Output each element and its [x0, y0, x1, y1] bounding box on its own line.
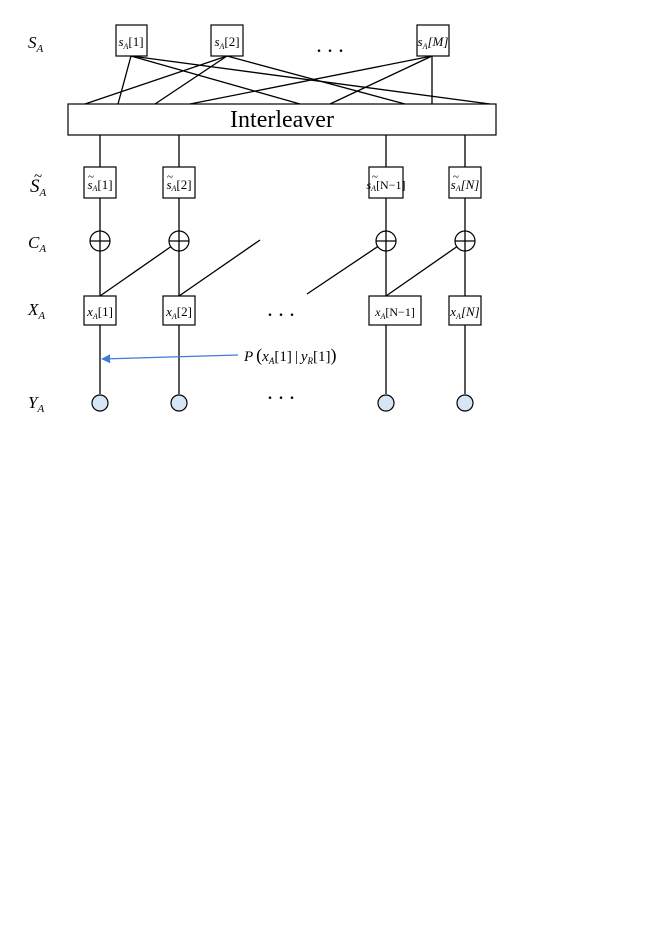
message-arrow [101, 354, 239, 364]
interleaver-label: Interleaver [230, 107, 334, 133]
x-node-n: xA[N] [448, 295, 482, 326]
s-node-m: sA[M] [416, 24, 450, 57]
row-label-y: YA [28, 393, 44, 415]
svg-text:~: ~ [34, 169, 42, 185]
row-label-s: SA [28, 33, 44, 55]
svg-text:sA[M]: sA[M] [418, 34, 449, 51]
s-node-2: sA[2] [210, 24, 244, 57]
check-node-2 [168, 230, 190, 252]
row-label-x: XA [27, 300, 45, 322]
x-node-1: xA[1] [83, 295, 117, 326]
observation-node-n-minus-1 [377, 394, 395, 412]
s-tilde-node-n: ~ sA[N] [448, 166, 482, 199]
y-ellipsis: . . . [267, 379, 295, 404]
svg-text:xA[N]: xA[N] [449, 304, 479, 321]
observation-node-n [456, 394, 474, 412]
svg-text:xA[1]: xA[1] [86, 304, 113, 321]
svg-text:~: ~ [372, 171, 378, 183]
svg-text:xA[N−1]: xA[N−1] [374, 305, 415, 321]
observation-node-1 [91, 394, 109, 412]
svg-text:xA[2]: xA[2] [165, 304, 192, 321]
check-node-1 [89, 230, 111, 252]
row-label-c: CA [28, 233, 46, 255]
svg-text:sA[N−1]: sA[N−1] [367, 178, 406, 193]
row-label-s-tilde: ~ SA [30, 169, 47, 199]
svg-text:SA: SA [30, 176, 47, 199]
x-ellipsis: . . . [267, 296, 295, 321]
observation-node-2 [170, 394, 188, 412]
svg-text:sA[2]: sA[2] [214, 34, 239, 51]
svg-text:sA[1]: sA[1] [87, 177, 112, 193]
svg-text:sA[1]: sA[1] [118, 34, 143, 51]
s-ellipsis: . . . [316, 32, 344, 57]
svg-text:sA[2]: sA[2] [166, 177, 191, 193]
x-node-n-minus-1: xA[N−1] [368, 295, 422, 326]
check-node-n-minus-1 [375, 230, 397, 252]
svg-text:~: ~ [88, 171, 94, 183]
svg-text:sA[N]: sA[N] [451, 177, 480, 193]
svg-text:~: ~ [453, 171, 459, 183]
s-tilde-node-1: ~ sA[1] [83, 166, 117, 199]
interleaver-box [67, 103, 497, 136]
s-tilde-node-n-minus-1: ~ sA[N−1] [367, 166, 406, 199]
message-label: P(xA[1]|yR[1]) [243, 345, 337, 366]
x-node-2: xA[2] [162, 295, 196, 326]
s-to-interleaver-edges [84, 55, 491, 105]
accumulator-edges [99, 239, 466, 297]
s-tilde-node-2: ~ sA[2] [162, 166, 196, 199]
check-node-n [454, 230, 476, 252]
s-node-1: sA[1] [115, 24, 148, 57]
svg-text:~: ~ [167, 171, 173, 183]
